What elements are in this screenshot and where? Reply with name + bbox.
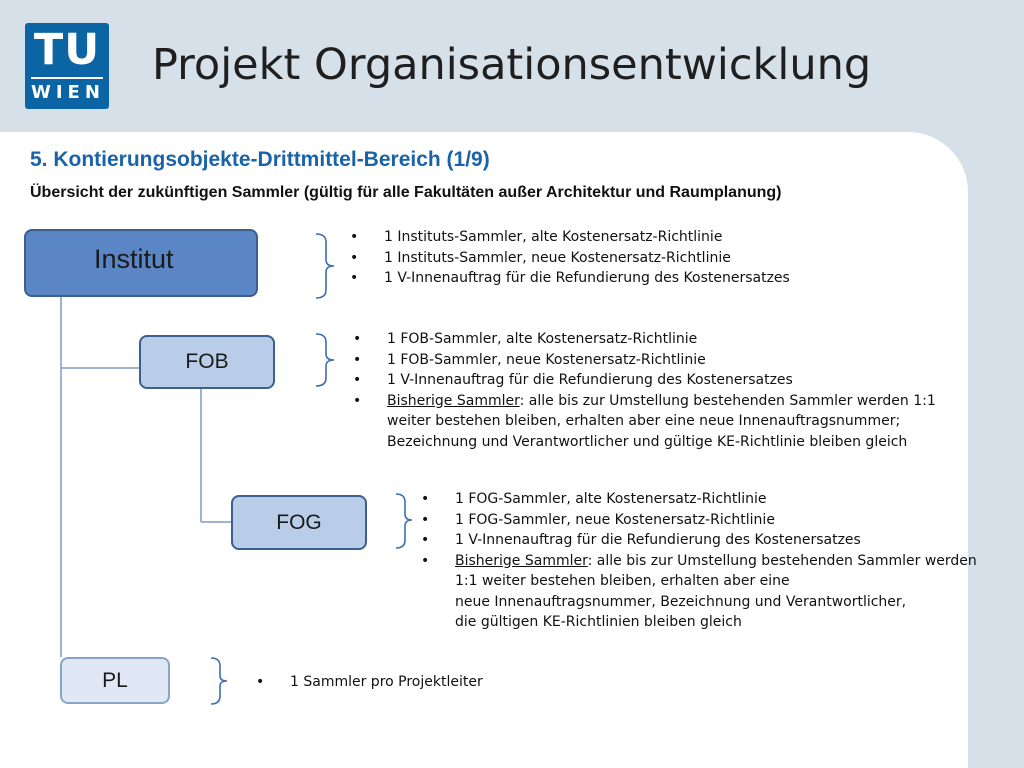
list-item: 1 V-Innenauftrag für die Refundierung de… xyxy=(421,530,977,551)
list-item-bisherige: Bisherige Sammler: alle bis zur Umstellu… xyxy=(353,391,936,412)
bisherige-label: Bisherige Sammler xyxy=(455,552,588,569)
section-subtitle: Übersicht der zukünftigen Sammler (gülti… xyxy=(30,184,782,201)
node-fob: FOB xyxy=(139,335,275,389)
bisherige-cont: Bezeichnung und Verantwortlicher und gül… xyxy=(387,433,908,450)
logo-wien: WIEN xyxy=(31,77,103,105)
bisherige-label: Bisherige Sammler xyxy=(387,392,520,409)
page-title: Projekt Organisationsentwicklung xyxy=(152,40,872,90)
list-item: 1 FOB-Sammler, neue Kostenersatz-Richtli… xyxy=(353,350,936,371)
node-pl: PL xyxy=(60,657,170,704)
bisherige-text: : alle bis zur Umstellung bestehenden Sa… xyxy=(587,552,977,569)
list-item: 1 V-Innenauftrag für die Refundierung de… xyxy=(350,268,790,289)
section-title: 5. Kontierungsobjekte-Drittmittel-Bereic… xyxy=(30,148,490,171)
node-institut: Institut xyxy=(24,229,258,297)
list-item: 1 Instituts-Sammler, neue Kostenersatz-R… xyxy=(350,248,790,269)
list-item: 1 FOB-Sammler, alte Kostenersatz-Richtli… xyxy=(353,329,936,350)
list-item: 1 FOG-Sammler, alte Kostenersatz-Richtli… xyxy=(421,489,977,510)
list-item: 1 V-Innenauftrag für die Refundierung de… xyxy=(353,370,936,391)
tu-wien-logo: TU WIEN xyxy=(25,23,109,109)
list-item: 1 FOG-Sammler, neue Kostenersatz-Richtli… xyxy=(421,510,977,531)
list-item: 1 Instituts-Sammler, alte Kostenersatz-R… xyxy=(350,227,790,248)
fog-list: 1 FOG-Sammler, alte Kostenersatz-Richtli… xyxy=(421,489,977,633)
bisherige-text: : alle bis zur Umstellung bestehenden Sa… xyxy=(519,392,936,409)
logo-tu: TU xyxy=(33,25,101,75)
fob-list: 1 FOB-Sammler, alte Kostenersatz-Richtli… xyxy=(353,329,936,452)
bisherige-cont: die gültigen KE-Richtlinien bleiben glei… xyxy=(455,614,742,630)
bisherige-cont: neue Innenauftragsnummer, Bezeichnung un… xyxy=(455,593,907,610)
bisherige-cont: weiter bestehen bleiben, erhalten aber e… xyxy=(387,413,901,429)
list-item: 1 Sammler pro Projektleiter xyxy=(256,672,483,693)
side-stripe xyxy=(968,132,1024,768)
institut-list: 1 Instituts-Sammler, alte Kostenersatz-R… xyxy=(350,227,790,289)
header-bar: TU WIEN Projekt Organisationsentwicklung xyxy=(0,0,1024,132)
list-item-bisherige: Bisherige Sammler: alle bis zur Umstellu… xyxy=(421,551,977,572)
node-fog: FOG xyxy=(231,495,367,550)
bisherige-cont: 1:1 weiter bestehen bleiben, erhalten ab… xyxy=(455,573,790,589)
pl-list: 1 Sammler pro Projektleiter xyxy=(256,672,483,693)
